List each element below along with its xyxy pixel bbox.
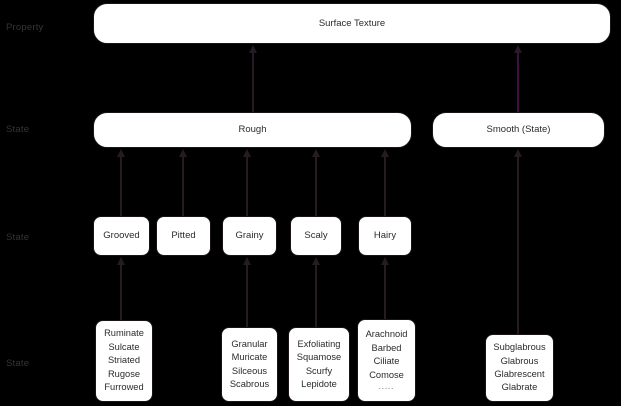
row-label-property: Property — [6, 22, 44, 33]
row-label-state-3: State — [6, 358, 30, 369]
arrowhead-icon — [248, 45, 257, 53]
term: Ruminate — [104, 328, 144, 339]
arrow-shaft — [120, 264, 122, 320]
term: Glabrous — [500, 355, 539, 366]
arrow-shaft — [246, 264, 248, 327]
arrowhead-icon — [311, 257, 320, 265]
arrow-shaft — [252, 52, 254, 113]
term: Subglabrous — [493, 342, 546, 353]
node-hairy-terms[interactable]: Arachnoid Barbed Ciliate Comose ..... — [357, 319, 416, 402]
term: Lepidote — [301, 378, 337, 389]
term: Arachnoid — [365, 329, 408, 340]
term: Glabrate — [501, 382, 538, 393]
node-grooved-terms[interactable]: Ruminate Sulcate Striated Rugose Furrowe… — [95, 320, 153, 402]
node-smooth-terms[interactable]: Subglabrous Glabrous Glabrescent Glabrat… — [485, 334, 554, 402]
arrowhead-icon — [116, 257, 125, 265]
term: Ciliate — [373, 356, 400, 367]
arrow-shaft — [120, 156, 122, 216]
node-hairy[interactable]: Hairy — [358, 216, 412, 256]
arrowhead-icon — [116, 149, 125, 157]
arrowhead-icon — [513, 45, 522, 53]
term: Sulcate — [108, 341, 140, 352]
node-scaly-terms[interactable]: Exfoliating Squamose Scurfy Lepidote — [288, 327, 350, 402]
node-grainy-terms[interactable]: Granular Muricate Silceous Scabrous — [221, 327, 278, 402]
node-pitted[interactable]: Pitted — [156, 216, 211, 256]
arrowhead-icon — [242, 149, 251, 157]
arrow-shaft — [384, 156, 386, 216]
term: Scurfy — [305, 365, 333, 376]
node-grooved[interactable]: Grooved — [93, 216, 150, 256]
arrowhead-icon — [513, 149, 522, 157]
arrow-shaft — [315, 264, 317, 327]
arrow-shaft — [182, 156, 184, 216]
term: Comose — [369, 369, 404, 380]
term-ellipsis: ..... — [378, 382, 395, 391]
node-scaly[interactable]: Scaly — [290, 216, 342, 256]
term: Scabrous — [229, 378, 270, 389]
term: Muricate — [231, 352, 268, 363]
node-grainy[interactable]: Grainy — [222, 216, 277, 256]
term: Furrowed — [104, 382, 144, 393]
arrowhead-icon — [178, 149, 187, 157]
arrow-shaft — [246, 156, 248, 216]
arrowhead-icon — [242, 257, 251, 265]
row-label-state-2: State — [6, 232, 30, 243]
arrowhead-icon — [311, 149, 320, 157]
term: Barbed — [371, 342, 402, 353]
term: Squamose — [296, 352, 342, 363]
term: Glabrescent — [494, 369, 545, 379]
arrow-shaft — [517, 52, 519, 113]
arrowhead-icon — [380, 149, 389, 157]
term: Granular — [231, 338, 268, 349]
term: Exfoliating — [297, 338, 341, 349]
node-smooth-state[interactable]: Smooth (State) — [432, 112, 605, 148]
node-rough[interactable]: Rough — [93, 112, 412, 148]
arrow-shaft — [315, 156, 317, 216]
term: Striated — [107, 355, 141, 366]
term: Silceous — [231, 365, 268, 376]
row-label-state-1: State — [6, 124, 30, 135]
arrowhead-icon — [380, 257, 389, 265]
arrow-shaft — [384, 264, 386, 319]
arrow-shaft — [517, 156, 519, 335]
term: Rugose — [107, 368, 141, 379]
node-surface-texture[interactable]: Surface Texture — [93, 3, 611, 44]
